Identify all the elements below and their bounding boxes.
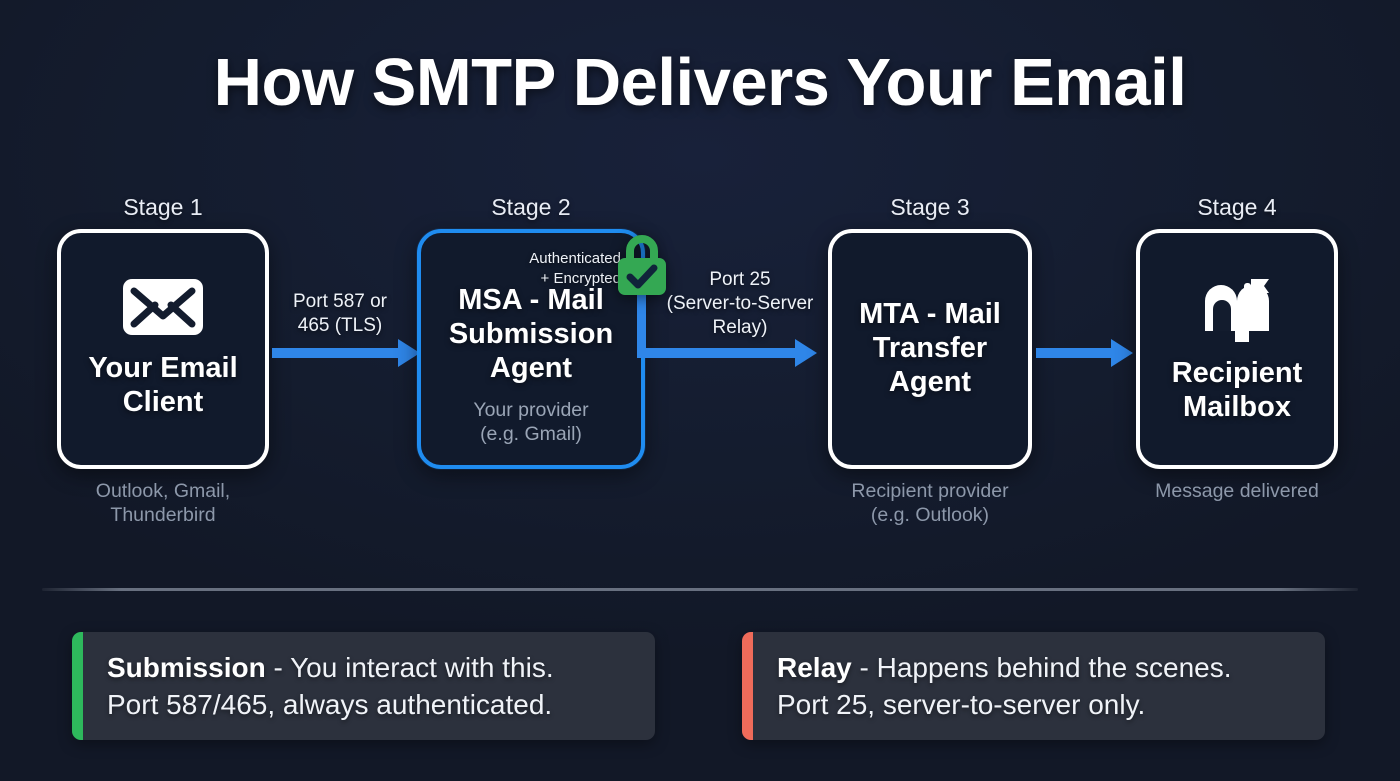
stage-title-line-2c: Agent [489,351,573,384]
stage-title-line-3a: MTA - Mail [859,298,1001,331]
lock-check-icon [618,235,666,295]
stage-node-recipient-mailbox[interactable]: Recipient Mailbox [1136,229,1338,469]
stage-node-title-1: Your Email Client [88,352,237,420]
connector-arrow-2 [637,348,797,358]
stage-sub-line-2b: (e.g. Gmail) [480,422,582,445]
stage-node-msa[interactable]: Authenticated + Encrypted MSA - Mail Sub… [417,229,645,469]
legend-accent-bar-submission [72,632,83,740]
legend-card-submission: Submission - You interact with this. Por… [72,632,655,740]
stage-title-line-3c: Agent [888,365,972,398]
stage-label-1: Stage 1 [123,194,203,220]
stage-title-line-2a: MSA - Mail [458,283,604,316]
connector-label-2-line2: (Server-to-Server [666,292,814,314]
caption-line-3a: Recipient provider [851,480,1009,502]
stage-node-title-3: MTA - Mail Transfer Agent [859,298,1001,400]
connector-label-1-line2: 465 (TLS) [297,314,383,336]
connector-arrowhead-1 [398,339,420,367]
stage-label-4: Stage 4 [1197,194,1277,220]
stage-caption-3: Recipient provider (e.g. Outlook) [810,480,1050,528]
caption-line-3b: (e.g. Outlook) [870,503,990,526]
connector-label-1: Port 587 or 465 (TLS) [262,290,418,338]
lock-connector-line [637,292,646,353]
stage-title-line-1b: Client [122,386,204,418]
caption-line-1b: Thunderbird [110,503,216,526]
connector-label-2: Port 25 (Server-to-Server Relay) [655,268,825,339]
caption-line-1a: Outlook, Gmail, [95,480,231,502]
mailbox-icon [1205,279,1269,343]
stage-sub-line-2a: Your provider [473,399,589,422]
stage-node-mta[interactable]: MTA - Mail Transfer Agent [828,229,1032,469]
connector-label-1-line1: Port 587 or [293,291,387,312]
connector-label-2-line1: Port 25 [709,269,771,290]
page-title: How SMTP Delivers Your Email [213,45,1187,120]
stage-node-title-4: Recipient Mailbox [1172,357,1303,425]
connector-arrowhead-3 [1111,339,1133,367]
legend-accent-bar-relay [742,632,753,740]
stage-caption-1: Outlook, Gmail, Thunderbird [42,480,284,528]
stage-node-sub-2: Your provider (e.g. Gmail) [473,399,588,446]
connector-arrow-3 [1036,348,1114,358]
legend-desc-submission-line1: - You interact with this. [265,651,554,683]
msa-badge-line2: + Encrypted [540,269,621,287]
legend-card-relay: Relay - Happens behind the scenes. Port … [742,632,1325,740]
stage-node-title-2: MSA - Mail Submission Agent [449,284,613,386]
legend-desc-submission-line2: Port 587/465, always authenticated. [107,689,553,720]
section-divider [42,588,1358,591]
stage-label-3: Stage 3 [890,194,970,220]
stage-node-email-client[interactable]: Your Email Client [57,229,269,469]
legend-term-submission: Submission [107,651,266,683]
legend-term-relay: Relay [777,651,852,683]
stage-caption-4: Message delivered [1155,480,1319,502]
stage-title-line-4a: Recipient [1171,357,1303,390]
msa-badge-line1: Authenticated [529,250,621,267]
legend-desc-relay-line2: Port 25, server-to-server only. [777,689,1146,720]
connector-arrowhead-2 [795,339,817,367]
stage-label-2: Stage 2 [491,194,571,220]
legend-text-submission: Submission - You interact with this. Por… [83,649,572,723]
stage-title-line-2b: Submission [448,317,614,350]
msa-security-badge: Authenticated + Encrypted [529,249,621,288]
connector-arrow-1 [272,348,402,358]
connector-label-2-line3: Relay) [712,316,768,338]
legend-desc-relay-line1: - Happens behind the scenes. [851,651,1232,683]
stage-title-line-4b: Mailbox [1183,391,1291,423]
legend-text-relay: Relay - Happens behind the scenes. Port … [753,649,1250,723]
stage-title-line-3b: Transfer [872,332,988,365]
stage-title-line-1a: Your Email [88,352,238,385]
envelope-icon [123,279,203,336]
